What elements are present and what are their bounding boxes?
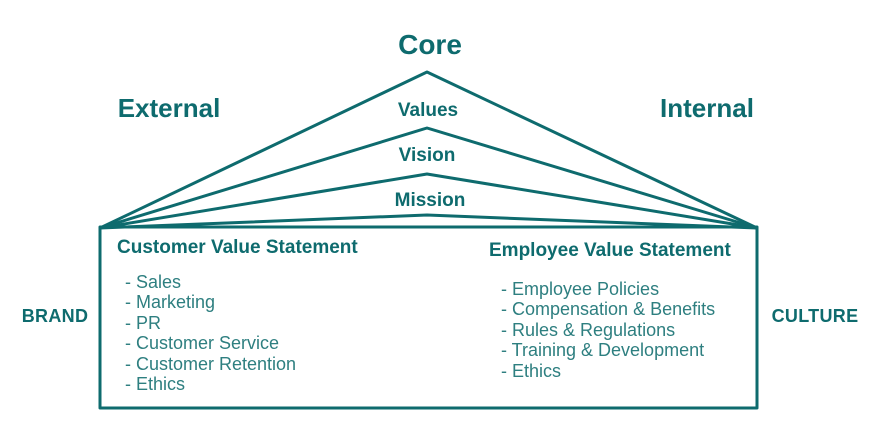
internal-label: Internal [660, 93, 754, 123]
culture-label: CULTURE [771, 306, 859, 326]
brand-label: BRAND [21, 306, 89, 326]
employee-value-statement-list: - Employee Policies - Compensation & Ben… [489, 279, 779, 381]
base-roof-line [98, 213, 759, 230]
vision-roof-line [98, 126, 759, 230]
values-roof-line [98, 70, 759, 230]
external-label: External [117, 93, 221, 123]
level-label-values: Values [397, 100, 459, 121]
list-item: - Ethics [125, 374, 186, 395]
mission-roof-line [98, 172, 759, 230]
statement-box-outline [98, 225, 759, 410]
employee-value-statement-title: Employee Value Statement [489, 240, 731, 261]
list-item: - PR [125, 312, 161, 333]
employee-value-statement-section: Employee Value Statement - Employee Poli… [489, 240, 779, 381]
level-label-mission: Mission [394, 190, 466, 211]
list-item: - Customer Retention [125, 353, 297, 374]
list-item: - Compensation & Benefits [501, 299, 716, 320]
list-item: - Ethics [501, 360, 562, 381]
list-item: - Rules & Regulations [501, 319, 676, 340]
core-label: Core [398, 29, 462, 60]
list-item: - Customer Service [125, 333, 280, 354]
level-label-vision: Vision [398, 145, 456, 166]
customer-value-statement-list: - Sales - Marketing - PR - Customer Serv… [117, 272, 417, 394]
list-item: - Employee Policies [501, 279, 660, 299]
list-item: - Training & Development [501, 340, 705, 361]
customer-value-statement-section: Customer Value Statement - Sales - Marke… [117, 237, 417, 394]
list-item: - Sales [125, 272, 182, 292]
list-item: - Marketing [125, 292, 216, 313]
customer-value-statement-title: Customer Value Statement [117, 237, 358, 258]
